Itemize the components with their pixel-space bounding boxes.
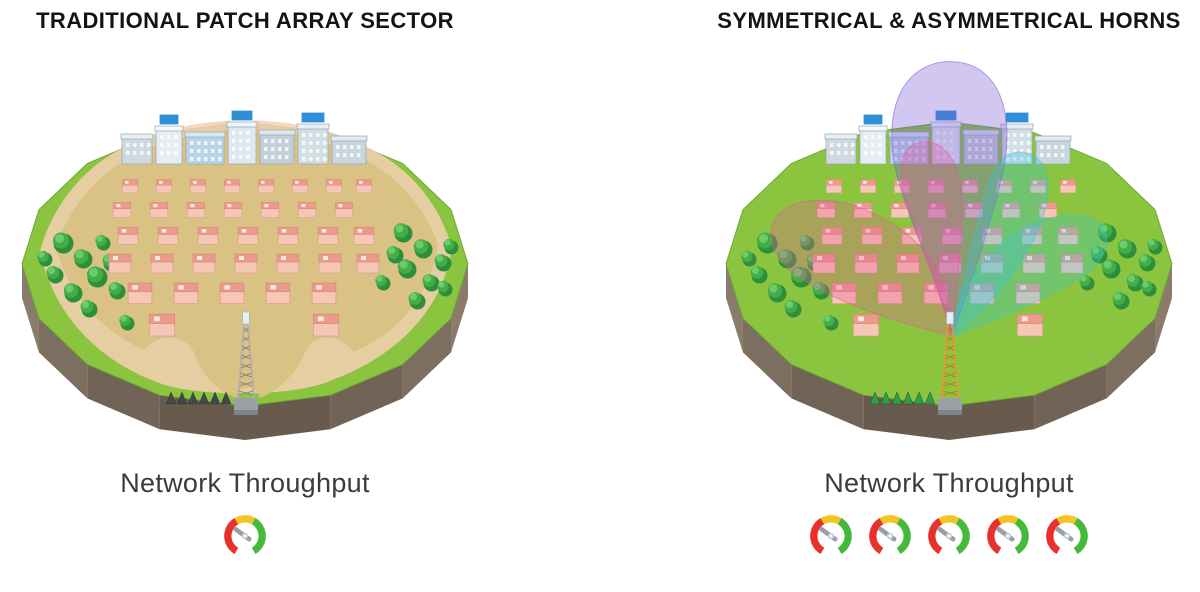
throughput-caption-horns: Network Throughput (824, 468, 1074, 498)
island-svg-horns (725, 61, 1173, 440)
panel-title-traditional: TRADITIONAL PATCH ARRAY SECTOR (36, 8, 454, 33)
gauge-row-traditional (220, 509, 270, 563)
gauge-icon (224, 515, 266, 555)
gauge-row-horns (806, 509, 1092, 563)
gauge-icon (869, 515, 911, 555)
panel-horns: SYMMETRICAL & ASYMMETRICAL HORNS Network… (712, 0, 1186, 563)
panel-traditional: TRADITIONAL PATCH ARRAY SECTOR Network T… (8, 0, 482, 563)
island-svg-traditional (21, 109, 469, 440)
island-illustration-traditional (10, 36, 480, 456)
gauge-icon (810, 515, 852, 555)
gauge-icon (1046, 515, 1088, 555)
throughput-caption-traditional: Network Throughput (120, 468, 370, 498)
island-illustration-horns (714, 36, 1184, 456)
gauge-icon (987, 515, 1029, 555)
panel-title-horns: SYMMETRICAL & ASYMMETRICAL HORNS (717, 8, 1181, 33)
gauge-icon (928, 515, 970, 555)
